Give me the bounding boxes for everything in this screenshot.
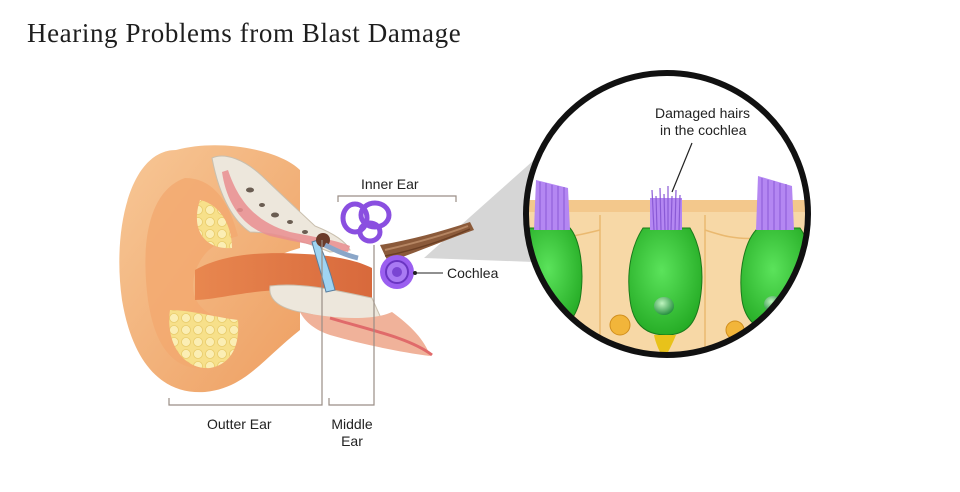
cochlea-spiral — [380, 255, 414, 289]
inner-ear-label: Inner Ear — [361, 176, 419, 192]
damaged-hairs-label: Damaged hairs in the cochlea — [655, 105, 750, 139]
eardrum — [311, 239, 336, 293]
middle-ear-label: Middle Ear — [328, 416, 376, 450]
damaged-hairs-line1: Damaged hairs — [655, 105, 750, 121]
region-brackets — [168, 195, 457, 406]
outer-ear-label: Outter Ear — [207, 416, 272, 432]
diagram-title: Hearing Problems from Blast Damage — [27, 18, 462, 48]
hair-cell-damaged — [628, 186, 703, 355]
lower-tissue — [300, 312, 430, 356]
middle-ear-label-line1: Middle — [331, 416, 373, 432]
zoom-cone — [424, 160, 534, 262]
support-nucleus — [609, 314, 631, 336]
middle-ear-label-line2: Ear — [341, 433, 363, 449]
semicircular-canals — [340, 200, 392, 244]
muscle-band — [222, 170, 350, 252]
damaged-hairs-pointer — [671, 142, 693, 193]
temporal-bone-upper — [211, 155, 351, 253]
damaged-hairs-line2: in the cochlea — [660, 122, 747, 138]
cochlea-label: Cochlea — [447, 265, 499, 281]
